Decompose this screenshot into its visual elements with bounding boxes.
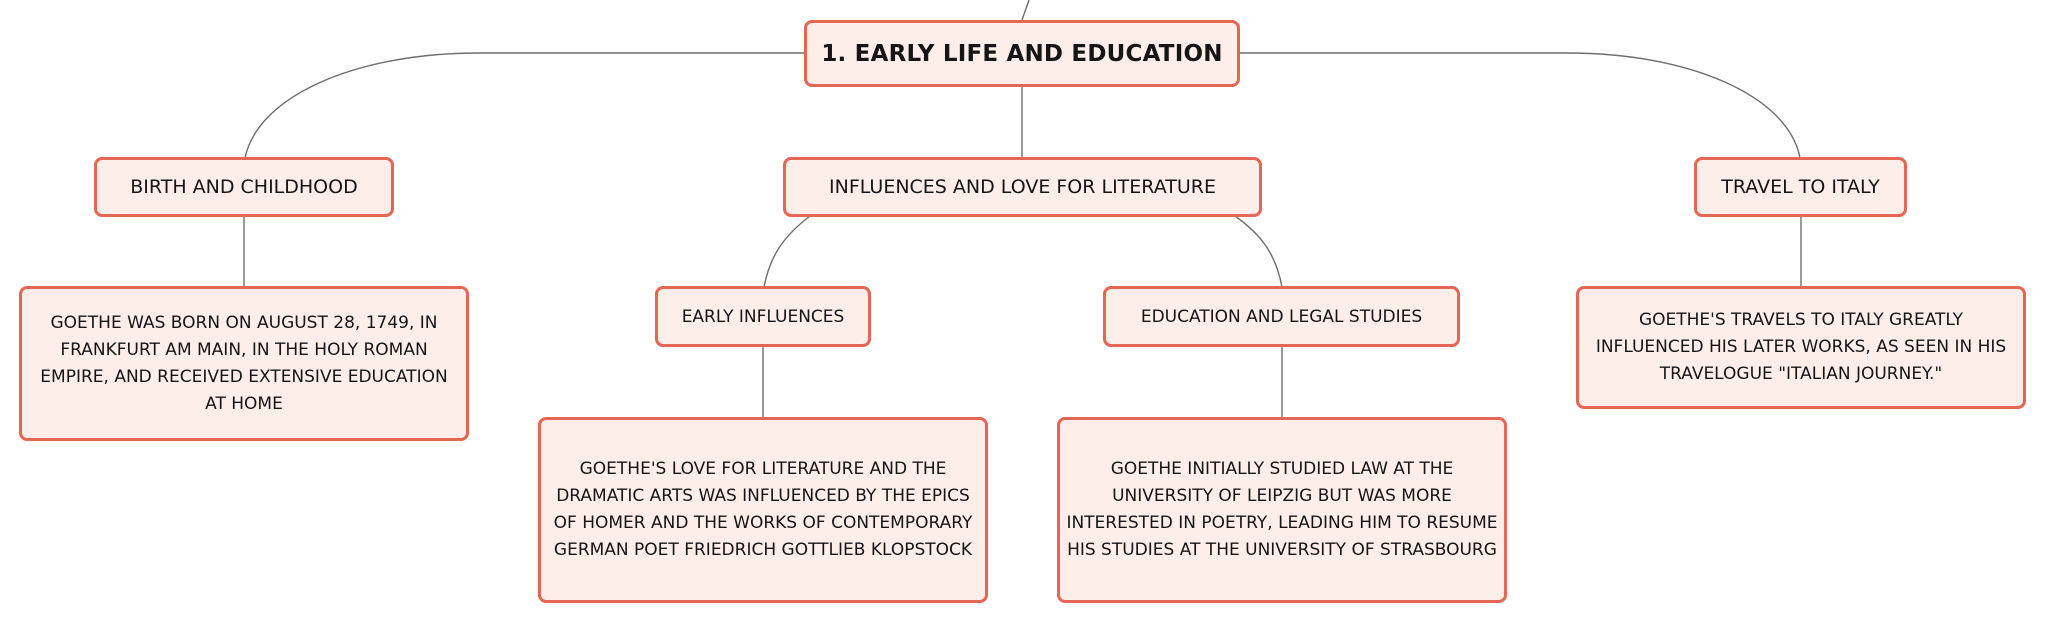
connector-influences-to-education xyxy=(1234,215,1283,288)
detail-node-text: GOETHE'S LOVE FOR LITERATURE AND THE DRA… xyxy=(553,459,973,560)
detail-node-text: GOETHE WAS BORN ON AUGUST 28, 1749, IN F… xyxy=(40,312,448,414)
detail-node-text: GOETHE INITIALLY STUDIED LAW AT THE UNIV… xyxy=(1066,459,1498,560)
detail-node-italy[interactable]: GOETHE'S TRAVELS TO ITALY GREATLY INFLUE… xyxy=(1576,286,2026,409)
detail-node-early-influences[interactable]: GOETHE'S LOVE FOR LITERATURE AND THE DRA… xyxy=(538,417,988,603)
subtopic-node-education-and-legal-studies[interactable]: EDUCATION AND LEGAL STUDIES xyxy=(1103,286,1460,347)
topic-node-label: INFLUENCES AND LOVE FOR LITERATURE xyxy=(829,176,1216,198)
connector-influences-to-early xyxy=(763,215,811,288)
topic-node-label: TRAVEL TO ITALY xyxy=(1721,176,1880,198)
topic-node-influences-and-love-for-literature[interactable]: INFLUENCES AND LOVE FOR LITERATURE xyxy=(783,157,1262,217)
root-node-label: 1. EARLY LIFE AND EDUCATION xyxy=(821,40,1223,67)
subtopic-node-label: EARLY INFLUENCES xyxy=(681,306,845,327)
connector-root-to-birth xyxy=(244,52,805,159)
subtopic-node-early-influences[interactable]: EARLY INFLUENCES xyxy=(655,286,871,347)
topic-node-travel-to-italy[interactable]: TRAVEL TO ITALY xyxy=(1694,157,1907,217)
detail-node-text: GOETHE'S TRAVELS TO ITALY GREATLY INFLUE… xyxy=(1595,310,2007,384)
detail-node-birth[interactable]: GOETHE WAS BORN ON AUGUST 28, 1749, IN F… xyxy=(19,286,469,441)
connector-parent-to-root xyxy=(1021,0,1030,21)
detail-node-education[interactable]: GOETHE INITIALLY STUDIED LAW AT THE UNIV… xyxy=(1057,417,1507,603)
topic-node-label: BIRTH AND CHILDHOOD xyxy=(130,176,358,198)
root-node[interactable]: 1. EARLY LIFE AND EDUCATION xyxy=(804,20,1240,87)
topic-node-birth-and-childhood[interactable]: BIRTH AND CHILDHOOD xyxy=(94,157,394,217)
subtopic-node-label: EDUCATION AND LEGAL STUDIES xyxy=(1140,306,1423,327)
connector-root-to-italy xyxy=(1240,52,1801,159)
